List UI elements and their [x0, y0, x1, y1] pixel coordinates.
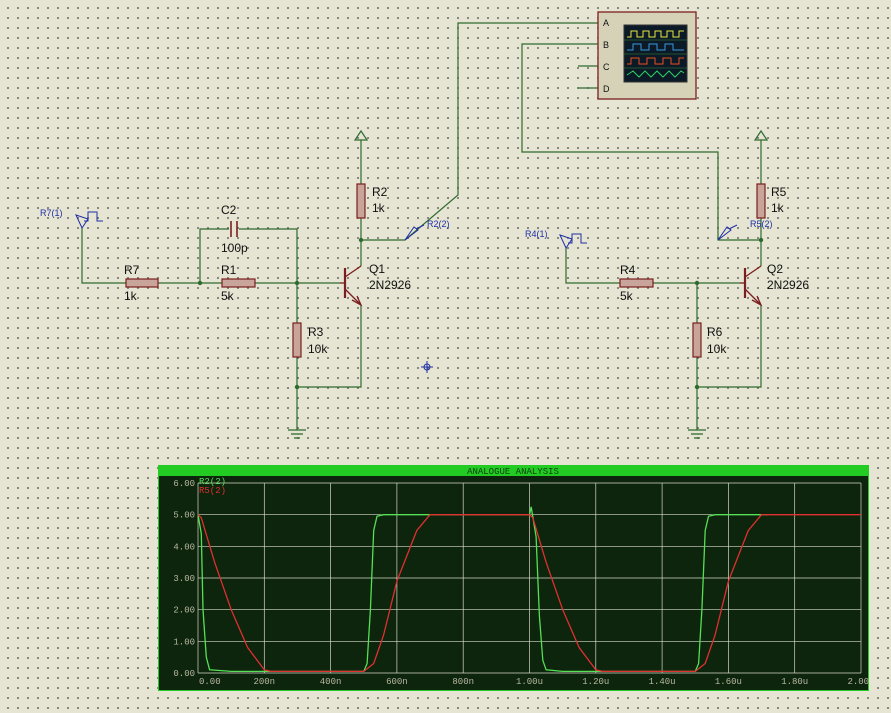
- wire-collector-q1-to-scope: [361, 22, 598, 241]
- scope-pin-b: B: [603, 40, 609, 50]
- y-tick-label: 2.00: [173, 606, 195, 616]
- resistor-r5[interactable]: [756, 183, 766, 219]
- transistor-q2[interactable]: [740, 265, 763, 307]
- wire-input-right: [565, 248, 620, 284]
- label-r6-ref: R6: [707, 325, 723, 339]
- label-c2-ref: C2: [221, 203, 237, 217]
- x-tick-label: 400n: [320, 677, 342, 687]
- label-q1-value: 2N2926: [369, 278, 411, 292]
- voltage-probe-icon[interactable]: [404, 224, 425, 241]
- y-tick-label: 5.00: [173, 511, 195, 521]
- y-tick-label: 1.00: [173, 637, 195, 647]
- y-tick-label: 6.00: [173, 479, 195, 489]
- x-tick-label: 0.00: [199, 677, 221, 687]
- label-r4-value: 5k: [620, 289, 634, 303]
- probe-label-r2: R2(2): [427, 219, 450, 229]
- graph-title-bar[interactable]: [159, 466, 868, 476]
- label-r3-value: 10k: [308, 342, 328, 356]
- ground-icon[interactable]: [688, 429, 706, 439]
- ground-icon[interactable]: [288, 429, 306, 439]
- resistor-r1[interactable]: [221, 278, 256, 288]
- wire-collector-q2-to-scope: [521, 43, 761, 241]
- label-r6-value: 10k: [707, 342, 727, 356]
- x-tick-label: 800n: [452, 677, 474, 687]
- graph-title: ANALOGUE ANALYSIS: [467, 467, 559, 477]
- y-tick-label: 3.00: [173, 574, 195, 584]
- probe-label-r5: R5(2): [750, 219, 773, 229]
- x-tick-label: 200n: [253, 677, 275, 687]
- y-tick-label: 0.00: [173, 669, 195, 679]
- capacitor-c2[interactable]: [230, 221, 238, 237]
- label-r5-ref: R5: [771, 185, 787, 199]
- legend-entry-2: R5(2): [199, 486, 226, 496]
- x-tick-label: 600n: [386, 677, 408, 687]
- schematic: A B C D R7 1k C2 100p R1 5k R2 1k Q1 2N2…: [40, 11, 809, 439]
- label-r3-ref: R3: [308, 325, 324, 339]
- x-tick-label: 1.80u: [781, 677, 808, 687]
- label-r4-ref: R4: [620, 263, 636, 277]
- power-terminal-icon[interactable]: [353, 129, 369, 141]
- scope-pin-c: C: [603, 62, 610, 72]
- scope-pin-a: A: [603, 18, 609, 28]
- label-r7-value: 1k: [124, 289, 138, 303]
- label-r1-value: 5k: [221, 289, 235, 303]
- label-r5-value: 1k: [771, 201, 785, 215]
- label-r2-ref: R2: [372, 185, 388, 199]
- junction-dots: [197, 237, 764, 390]
- label-r2-value: 1k: [372, 201, 386, 215]
- label-q2-value: 2N2926: [767, 278, 809, 292]
- pulse-generator-icon[interactable]: [75, 211, 103, 230]
- series-line-2: [197, 514, 861, 673]
- resistor-r6[interactable]: [692, 322, 702, 358]
- legend-entry-1: R2(2): [199, 477, 226, 487]
- wire-emitter-q1: [297, 305, 362, 388]
- scope-pin-d: D: [603, 84, 610, 94]
- analogue-analysis-graph[interactable]: ANALOGUE ANALYSIS 0.00 200n 400n 600n 800n 1.…: [158, 465, 869, 691]
- probe-label-r7: R7(1): [40, 208, 63, 218]
- label-r1-ref: R1: [221, 263, 237, 277]
- wire-c2-loop: [199, 228, 298, 283]
- label-q2-ref: Q2: [767, 262, 783, 276]
- resistor-r4[interactable]: [619, 278, 654, 288]
- x-tick-label: 1.40u: [649, 677, 676, 687]
- probe-label-r4: R4(1): [525, 229, 548, 239]
- label-q1-ref: Q1: [369, 262, 385, 276]
- x-tick-label: 1.00u: [516, 677, 543, 687]
- label-c2-value: 100p: [221, 241, 248, 255]
- wire-input-left: [81, 228, 126, 284]
- resistor-r3[interactable]: [292, 322, 302, 358]
- y-tick-label: 4.00: [173, 542, 195, 552]
- x-tick-label: 2.00u: [847, 677, 869, 687]
- x-tick-label: 1.20u: [582, 677, 609, 687]
- x-tick-label: 1.60u: [715, 677, 742, 687]
- transistor-q1[interactable]: [340, 265, 363, 307]
- oscilloscope[interactable]: [597, 11, 697, 100]
- power-terminal-icon[interactable]: [753, 129, 769, 141]
- wire-emitter-q2: [697, 305, 762, 388]
- pulse-generator-icon[interactable]: [559, 233, 587, 250]
- resistor-r7[interactable]: [125, 278, 159, 288]
- origin-marker-icon: [421, 361, 433, 373]
- label-r7-ref: R7: [124, 263, 140, 277]
- voltage-probe-icon[interactable]: [717, 224, 738, 241]
- resistor-r2[interactable]: [356, 183, 366, 219]
